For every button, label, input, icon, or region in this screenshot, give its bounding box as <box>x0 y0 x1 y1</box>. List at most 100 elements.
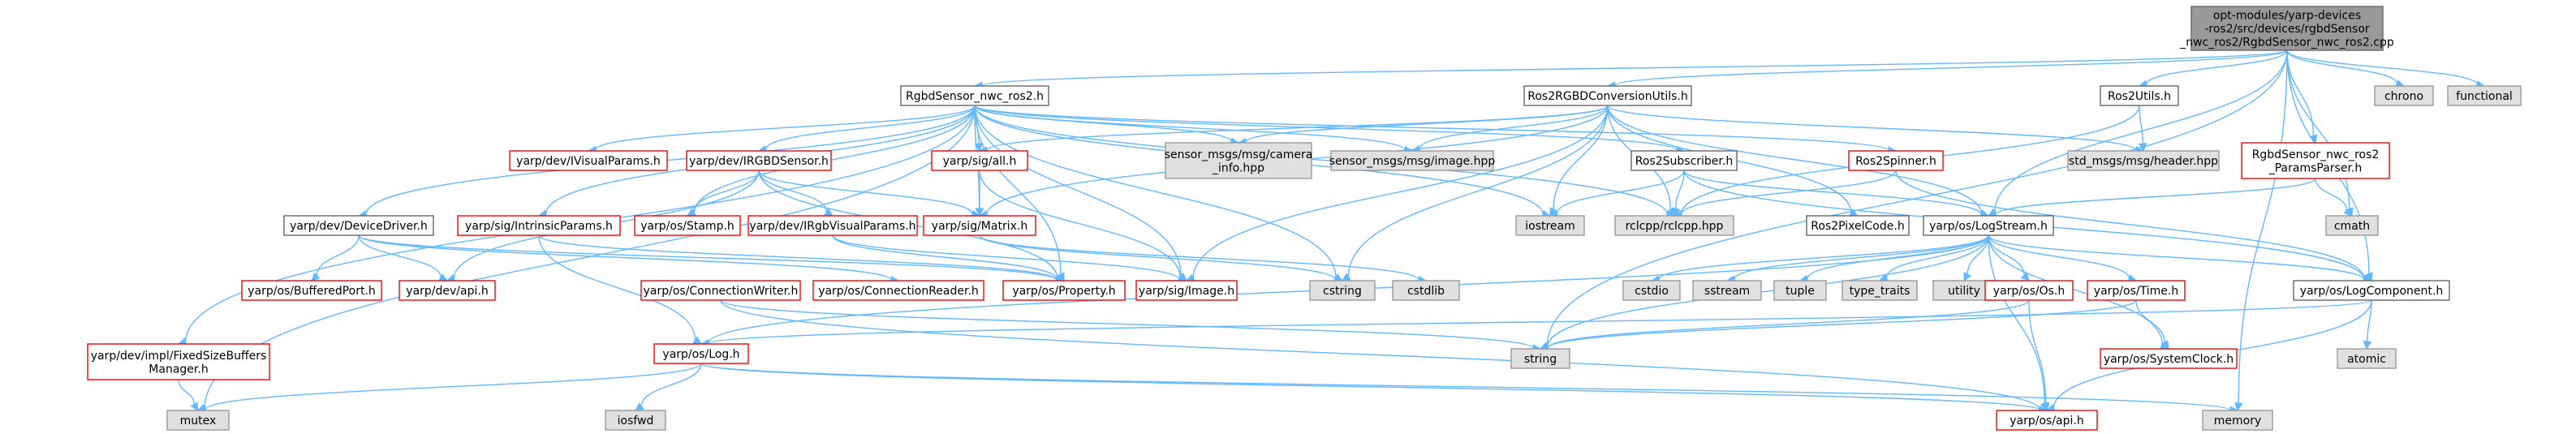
node-mutex: mutex <box>166 410 230 431</box>
node-label-cstdio-line-0: cstdio <box>1635 285 1669 298</box>
node-box-ivisual <box>509 150 668 171</box>
edge-logstream-to-cstdio <box>1658 234 1989 281</box>
node-tuple: tuple <box>1773 280 1827 301</box>
arrowhead-logcomp-to-atomic <box>2363 341 2372 350</box>
edge-subscriber-to-rclcpp <box>1675 170 1685 209</box>
node-ivisual[interactable]: yarp/dev/IVisualParams.h <box>509 150 668 171</box>
node-box-cstdlib <box>1392 280 1460 301</box>
node-label-camerainfo-line-1: _info.hpp <box>1212 161 1264 174</box>
node-label-bufport-line-0: yarp/os/BufferedPort.h <box>248 285 376 298</box>
node-timeh[interactable]: yarp/os/Time.h <box>2087 280 2186 301</box>
node-utils[interactable]: Ros2Utils.h <box>2100 85 2179 106</box>
edge-spinner-to-logcomp <box>1895 170 2365 279</box>
edge-conv-to-iostream <box>1553 105 1609 210</box>
edge-main-to-rgbd_h <box>981 49 2288 87</box>
edge-rgbd_h-to-spinner <box>974 105 1889 152</box>
node-box-iosfwd <box>605 410 666 431</box>
node-pixelcode[interactable]: Ros2PixelCode.h <box>1806 215 1910 236</box>
node-label-connwriter-line-0: yarp/os/ConnectionWriter.h <box>644 285 799 298</box>
arrowhead-conv-to-cstring <box>1342 273 1351 281</box>
node-irgbd[interactable]: yarp/dev/IRGBDSensor.h <box>686 150 832 171</box>
node-box-connreader <box>812 280 984 301</box>
edge-intrinsic-to-loghdr <box>538 234 696 340</box>
edge-rgbd_h-to-sigimage <box>974 105 1182 277</box>
node-iosfwd: iosfwd <box>605 410 666 431</box>
edge-logstream-to-sysclock <box>1988 234 2164 346</box>
node-box-devdriver <box>283 215 434 236</box>
node-label-rclcpp-line-0: rclcpp/rclcpp.hpp <box>1626 220 1724 233</box>
node-devapi[interactable]: yarp/dev/api.h <box>398 280 496 301</box>
node-matrix[interactable]: yarp/sig/Matrix.h <box>923 215 1036 236</box>
edge-parser-to-logstream <box>1995 178 2316 216</box>
node-connwriter[interactable]: yarp/os/ConnectionWriter.h <box>640 280 801 301</box>
edge-rgbd_h-to-stamp <box>693 105 976 213</box>
edge-matrix-to-cstring <box>979 234 1336 281</box>
node-box-irgbvis <box>747 215 918 236</box>
arrowhead-osh-to-osapi <box>2041 402 2050 412</box>
node-camerainfo: sensor_msgs/msg/camera_info.hpp <box>1165 142 1312 179</box>
node-label-devdriver-line-0: yarp/dev/DeviceDriver.h <box>290 220 428 233</box>
node-label-functional-line-0: functional <box>2456 90 2513 103</box>
node-logstream[interactable]: yarp/os/LogStream.h <box>1923 215 2054 236</box>
node-functional: functional <box>2447 85 2522 106</box>
node-osh[interactable]: yarp/os/Os.h <box>1984 280 2074 301</box>
edge-logcomp-to-atomic <box>2367 299 2372 342</box>
node-box-conv <box>1523 85 1692 106</box>
node-main[interactable]: opt-modules/yarp-devices-ros2/src/device… <box>2179 6 2394 51</box>
node-osapi[interactable]: yarp/os/api.h <box>1996 410 2098 431</box>
node-devdriver[interactable]: yarp/dev/DeviceDriver.h <box>283 215 434 236</box>
edge-loghdr-to-memory <box>700 363 2231 411</box>
node-irgbvis[interactable]: yarp/dev/IRgbVisualParams.h <box>747 215 918 236</box>
node-label-cmath-line-0: cmath <box>2334 220 2370 233</box>
edge-subscriber-to-logstream <box>1683 170 1982 215</box>
node-parser[interactable]: RgbdSensor_nwc_ros2_ParamsParser.h <box>2241 142 2390 179</box>
node-subscriber[interactable]: Ros2Subscriber.h <box>1630 150 1738 171</box>
node-sysclock[interactable]: yarp/os/SystemClock.h <box>2100 348 2238 369</box>
edge-parser-to-cmath <box>2315 178 2348 211</box>
edge-matrix-to-cstdlib <box>979 234 1419 281</box>
node-box-cstdio <box>1622 280 1681 301</box>
node-label-memory-line-0: memory <box>2214 415 2262 428</box>
edge-main-to-cmath <box>2286 49 2350 209</box>
arrowhead-timeh-to-sysclock <box>2160 340 2169 350</box>
node-typetraits: type_traits <box>1842 280 1918 301</box>
node-rgbd_h[interactable]: RgbdSensor_nwc_ros2.h <box>900 85 1049 106</box>
node-box-logcomp <box>2293 280 2450 301</box>
node-property[interactable]: yarp/os/Property.h <box>1002 280 1126 301</box>
edge-intrinsic-to-property <box>538 234 1058 281</box>
node-box-iostream <box>1515 215 1585 236</box>
node-label-intrinsic-line-0: yarp/sig/IntrinsicParams.h <box>465 220 613 233</box>
node-logcomp[interactable]: yarp/os/LogComponent.h <box>2293 280 2450 301</box>
node-sigimage[interactable]: yarp/sig/Image.h <box>1135 280 1238 301</box>
node-stamp[interactable]: yarp/os/Stamp.h <box>634 215 741 236</box>
node-conv[interactable]: Ros2RGBDConversionUtils.h <box>1523 85 1692 106</box>
node-box-chrono <box>2374 85 2434 106</box>
node-intrinsic[interactable]: yarp/sig/IntrinsicParams.h <box>457 215 621 236</box>
node-box-cmath <box>2325 215 2379 236</box>
node-label-sigall-line-0: yarp/sig/all.h <box>943 155 1017 168</box>
node-box-connwriter <box>640 280 801 301</box>
edge-utils-to-header <box>2139 105 2143 144</box>
arrowhead-main-to-memory <box>2234 402 2243 412</box>
node-chrono: chrono <box>2374 85 2434 106</box>
node-box-osapi <box>1996 410 2098 431</box>
node-label-irgbvis-line-0: yarp/dev/IRgbVisualParams.h <box>749 220 915 233</box>
node-box-osh <box>1984 280 2074 301</box>
node-label-pixelcode-line-0: Ros2PixelCode.h <box>1811 220 1904 233</box>
node-connreader[interactable]: yarp/os/ConnectionReader.h <box>812 280 984 301</box>
node-header: std_msgs/msg/header.hpp <box>2067 150 2220 171</box>
arrowhead-intrinsic-to-loghdr <box>692 336 702 345</box>
edge-rgbd_h-to-cstring <box>974 105 1337 278</box>
node-box-devapi <box>398 280 496 301</box>
node-bufport[interactable]: yarp/os/BufferedPort.h <box>241 280 382 301</box>
node-label-irgbd-line-0: yarp/dev/IRGBDSensor.h <box>689 155 829 168</box>
node-cstdlib: cstdlib <box>1392 280 1460 301</box>
node-loghdr[interactable]: yarp/os/Log.h <box>653 343 749 364</box>
node-sigall[interactable]: yarp/sig/all.h <box>931 150 1028 171</box>
node-spinner[interactable]: Ros2Spinner.h <box>1848 150 1944 171</box>
node-box-matrix <box>923 215 1036 236</box>
arrowhead-devdriver-to-bufport <box>311 272 321 281</box>
edge-main-to-chrono <box>2286 49 2398 84</box>
edge-irgbd-to-matrix <box>758 170 973 215</box>
